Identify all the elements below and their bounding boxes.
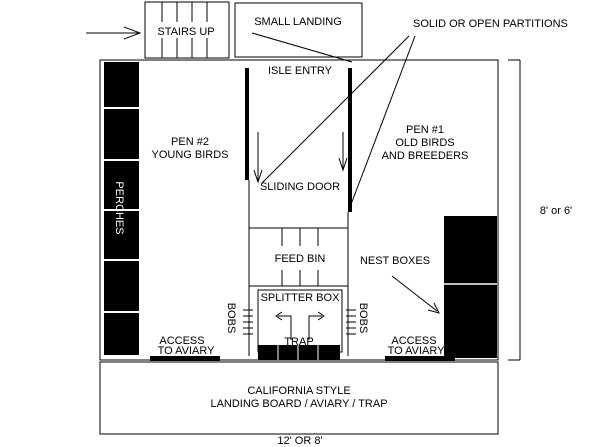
loft-outline	[99, 59, 499, 361]
stairs-up	[144, 1, 230, 59]
splitter-arrows	[275, 311, 325, 340]
pen1-title: PEN #1	[406, 124, 444, 136]
access-left-sublabel: TO AVIARY	[158, 345, 216, 357]
bobs-right	[346, 309, 356, 335]
access-right-label: ACCESS	[391, 335, 436, 347]
small-landing-label: SMALL LANDING	[254, 16, 342, 28]
entry-arrow	[86, 26, 142, 40]
nest-boxes-pointer	[391, 275, 440, 314]
nest-boxes	[444, 216, 497, 358]
landing-board	[99, 361, 499, 435]
stairs-label: STAIRS UP	[157, 26, 214, 38]
landing-board-subtitle: LANDING BOARD / AVIARY / TRAP	[210, 398, 387, 410]
trap-dividers	[277, 345, 319, 360]
bobs-left	[243, 309, 253, 335]
isle-entry-label: ISLE ENTRY	[268, 65, 333, 77]
landing-board-title: CALIFORNIA STYLE	[247, 385, 350, 397]
small-landing	[234, 2, 363, 58]
pen2-title: PEN #2	[171, 136, 209, 148]
access-left-bar	[150, 356, 220, 361]
access-right-bar	[385, 356, 455, 361]
feed-bin-label: FEED BIN	[275, 253, 326, 265]
splitter-box-label: SPLITTER BOX	[261, 292, 341, 304]
width-dimension: 12' OR 8'	[277, 435, 322, 447]
bobs-left-label: BOBS	[225, 303, 237, 334]
sliding-door-arrows	[253, 132, 348, 184]
partitions-label: SOLID OR OPEN PARTITIONS	[413, 18, 568, 30]
aisle-partitions	[245, 68, 352, 356]
sliding-door-label: SLIDING DOOR	[260, 181, 340, 193]
feed-bin	[249, 227, 348, 287]
perch-dividers	[104, 107, 139, 313]
access-left-label: ACCESS	[159, 335, 204, 347]
pen2-subtitle: YOUNG BIRDS	[151, 149, 228, 161]
access-right-sublabel: TO AVIARY	[388, 345, 446, 357]
landing-pointer	[251, 32, 353, 63]
pen1-subtitle-2: AND BREEDERS	[382, 150, 469, 162]
perches-block	[104, 62, 139, 355]
trap-label: TRAP	[284, 336, 313, 348]
bobs-right-label: BOBS	[357, 303, 369, 334]
perches-label: PERCHES	[113, 181, 125, 234]
pen1-subtitle: OLD BIRDS	[395, 137, 454, 149]
height-dimension: 8' or 6'	[540, 205, 572, 217]
nest-boxes-label: NEST BOXES	[360, 255, 430, 267]
height-dimension-line	[508, 59, 521, 361]
